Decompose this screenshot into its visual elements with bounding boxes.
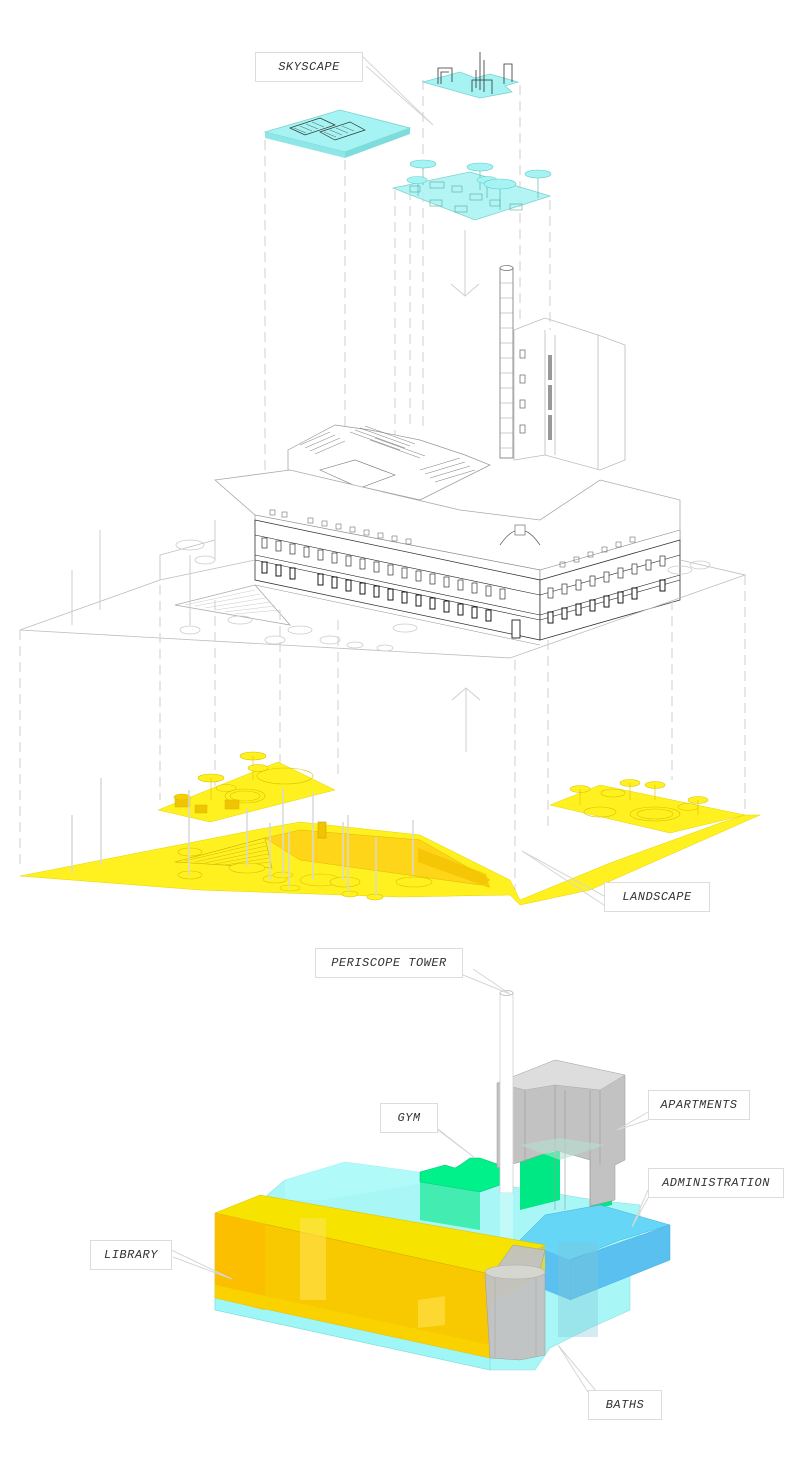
arrow-down-icon [450,230,480,297]
skyscape-canopy-slab [391,159,552,221]
skyscape-layer [263,52,552,470]
skyscape-equipment-slab [421,52,520,99]
landscape-gate [317,821,327,839]
existing-building-layer [19,265,747,659]
label-library: LIBRARY [90,1240,172,1270]
main-block-facade-south [511,539,681,641]
windows-upper [261,537,506,600]
chimney [499,265,514,459]
arrow-up-icon [451,687,481,752]
skyscape-roof-slab [263,109,412,158]
label-administration: ADMINISTRATION [648,1168,784,1198]
label-skyscape: SKYSCAPE [255,52,363,82]
periscope-tower-volume [499,990,514,1240]
entrance-door [511,619,521,639]
label-gym: GYM [380,1103,438,1133]
label-apartments: APARTMENTS [648,1090,750,1120]
label-landscape: LANDSCAPE [604,882,710,912]
main-block-roof [214,469,681,581]
core-volume [484,1244,546,1361]
label-baths: BATHS [588,1390,662,1420]
landscape-poles [71,778,414,896]
landscape-platform-right [549,779,746,834]
library-void [300,1218,326,1300]
umbrella-trees [406,159,552,210]
programme-massing [166,968,671,1393]
administration-volume [509,1204,671,1337]
ground-plinth [19,539,747,659]
library-volume [214,1194,546,1359]
landscape-layer [19,751,761,906]
landscape-ground [19,814,761,906]
label-periscope-tower: PERISCOPE TOWER [315,948,463,978]
landscape-platform-left [157,751,336,823]
windows-lower [261,561,492,622]
poles-upper [71,520,216,625]
tower-block [513,317,626,471]
apartments-volume [496,1059,626,1210]
projection-box [19,575,746,890]
